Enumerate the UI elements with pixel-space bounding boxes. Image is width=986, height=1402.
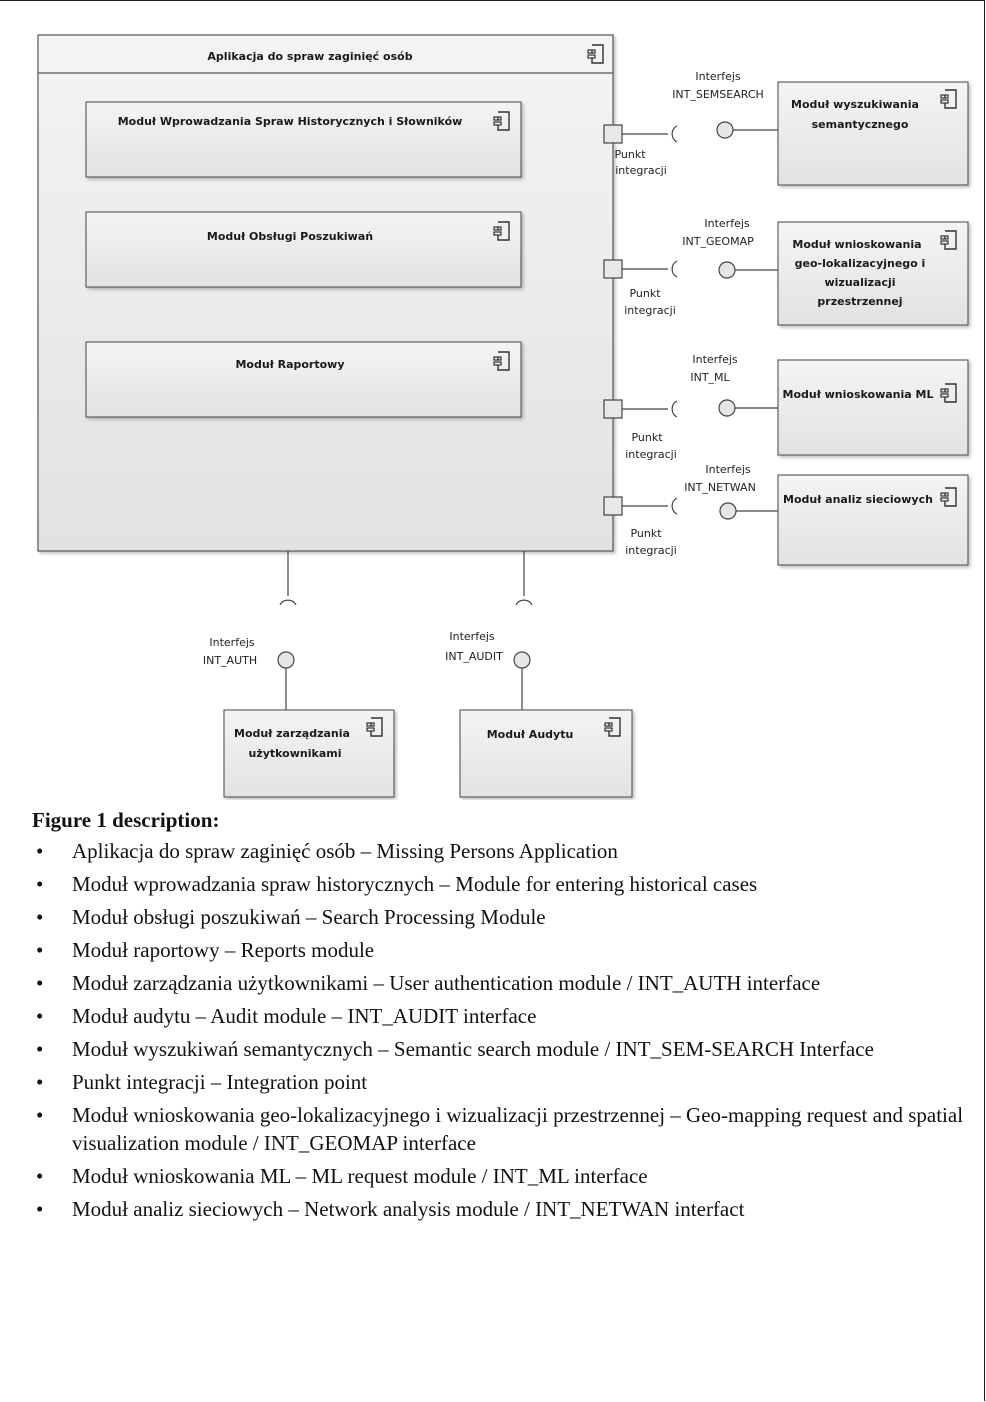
- interface-word: Interfejs: [705, 463, 751, 476]
- interface-int-audit: Interfejs INT_AUDIT: [445, 630, 531, 710]
- inner-module-search: Moduł Obsługi Poszukiwań: [85, 211, 522, 288]
- interface-name: INT_NETWAN: [684, 481, 756, 494]
- module-semantic-search: Moduł wyszukiwania semantycznego: [777, 81, 969, 186]
- list-item: Moduł analiz sieciowych – Network analys…: [32, 1195, 982, 1223]
- integration-point-2: Punkt integracji: [603, 259, 678, 317]
- integration-point-label: Punkt: [631, 431, 663, 444]
- integration-point-label: integracji: [624, 304, 676, 317]
- interface-word: Interfejs: [209, 636, 255, 649]
- list-item: Moduł raportowy – Reports module: [32, 936, 982, 964]
- module-ml-label: Moduł wnioskowania ML: [783, 388, 934, 401]
- list-item: Moduł zarządzania użytkownikami – User a…: [32, 969, 982, 997]
- integration-point-label: Punkt: [630, 527, 662, 540]
- interface-int-ml: Interfejs INT_ML: [690, 353, 778, 417]
- module-user-line2: użytkownikami: [249, 747, 342, 760]
- list-item: Moduł wprowadzania spraw historycznych –…: [32, 870, 982, 898]
- integration-point-1: Punkt integracji: [603, 124, 678, 177]
- interface-name: INT_ML: [690, 371, 730, 384]
- interface-name: INT_AUTH: [203, 654, 257, 667]
- integration-point-4: Punkt integracji: [603, 496, 678, 557]
- integration-point-3: Punkt integracji: [603, 399, 678, 461]
- interface-word: Interfejs: [692, 353, 738, 366]
- inner-module-search-label: Moduł Obsługi Poszukiwań: [207, 230, 373, 243]
- component-diagram: Aplikacja do spraw zaginięć osób Moduł W…: [37, 34, 969, 798]
- figure-description-list: Aplikacja do spraw zaginięć osób – Missi…: [32, 837, 982, 1223]
- module-semantic-search-line1: Moduł wyszukiwania: [791, 98, 919, 111]
- list-item: Aplikacja do spraw zaginięć osób – Missi…: [32, 837, 982, 865]
- interface-int-semsearch: Interfejs INT_SEMSEARCH: [672, 70, 778, 139]
- module-network-label: Moduł analiz sieciowych: [783, 493, 933, 506]
- interface-int-geomap: Interfejs INT_GEOMAP: [682, 217, 778, 279]
- module-audit-label: Moduł Audytu: [487, 728, 574, 741]
- module-user-line1: Moduł zarządzania: [234, 727, 350, 740]
- module-user-management: Moduł zarządzania użytkownikami: [223, 709, 395, 798]
- interface-int-netwan: Interfejs INT_NETWAN: [684, 463, 778, 520]
- module-geo-localization: Moduł wnioskowania geo-lokalizacyjnego i…: [777, 221, 969, 326]
- figure-description: Figure 1 description: Aplikacja do spraw…: [32, 808, 982, 1228]
- main-application-title: Aplikacja do spraw zaginięć osób: [207, 50, 412, 63]
- integration-point-label: integracji: [625, 448, 677, 461]
- list-item: Moduł wnioskowania ML – ML request modul…: [32, 1162, 982, 1190]
- module-geo-line3: wizualizacji: [824, 276, 895, 289]
- integration-point-label: integracji: [615, 164, 667, 177]
- interface-word: Interfejs: [449, 630, 495, 643]
- interface-word: Interfejs: [695, 70, 741, 83]
- integration-point-label: Punkt: [629, 287, 661, 300]
- integration-point-label: Punkt: [614, 148, 646, 161]
- module-geo-line4: przestrzennej: [817, 295, 902, 308]
- module-geo-line1: Moduł wnioskowania: [792, 238, 921, 251]
- list-item: Moduł wnioskowania geo-lokalizacyjnego i…: [32, 1101, 982, 1157]
- inner-module-reports-label: Moduł Raportowy: [235, 358, 344, 371]
- interface-name: INT_SEMSEARCH: [672, 88, 764, 101]
- module-ml: Moduł wnioskowania ML: [777, 359, 969, 456]
- required-interface-auth: [279, 551, 297, 606]
- module-semantic-search-line2: semantycznego: [812, 118, 909, 131]
- inner-module-historical: Moduł Wprowadzania Spraw Historycznych i…: [85, 101, 522, 178]
- integration-point-label: integracji: [625, 544, 677, 557]
- module-network-analysis: Moduł analiz sieciowych: [777, 474, 969, 566]
- list-item: Moduł audytu – Audit module – INT_AUDIT …: [32, 1002, 982, 1030]
- list-item: Moduł obsługi poszukiwań – Search Proces…: [32, 903, 982, 931]
- module-audit: Moduł Audytu: [459, 709, 633, 798]
- interface-name: INT_AUDIT: [445, 650, 503, 663]
- interface-name: INT_GEOMAP: [682, 235, 754, 248]
- module-geo-line2: geo-lokalizacyjnego i: [795, 257, 926, 270]
- inner-module-historical-label: Moduł Wprowadzania Spraw Historycznych i…: [118, 115, 463, 128]
- figure-description-heading: Figure 1 description:: [32, 808, 220, 832]
- inner-module-reports: Moduł Raportowy: [85, 341, 522, 418]
- list-item: Punkt integracji – Integration point: [32, 1068, 982, 1096]
- interface-int-auth: Interfejs INT_AUTH: [203, 636, 295, 710]
- required-interface-audit: [515, 551, 533, 606]
- list-item: Moduł wyszukiwań semantycznych – Semanti…: [32, 1035, 982, 1063]
- interface-word: Interfejs: [704, 217, 750, 230]
